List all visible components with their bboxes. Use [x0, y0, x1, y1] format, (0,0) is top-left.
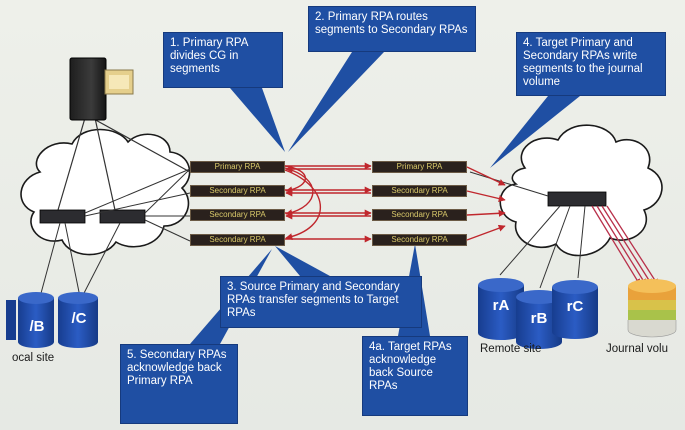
local-disk-label-c: /C	[71, 310, 87, 327]
remote-site-label: Remote site	[480, 343, 542, 355]
callout-step-4a: 4a. Target RPAs acknowledge back Source …	[362, 336, 468, 416]
transfer-arrows	[285, 162, 372, 243]
routing-arrows	[284, 165, 322, 241]
server-links	[57, 117, 191, 211]
callout-step-2: 2. Primary RPA routes segments to Second…	[308, 6, 476, 52]
target-to-cloud-arrows	[466, 166, 506, 241]
server-icon	[69, 57, 134, 121]
remote-site-cloud	[499, 124, 663, 257]
callout-step-1: 1. Primary RPA divides CG in segments	[163, 32, 283, 88]
remote-switch	[547, 191, 607, 207]
remote-disk-label-b: rB	[530, 310, 548, 327]
target-rpa-primary: Primary RPA	[372, 161, 467, 173]
journal-volume-icon	[627, 279, 677, 338]
remote-disk-label-c: rC	[566, 298, 584, 315]
local-disk-links	[39, 222, 121, 298]
callout-step-3: 3. Source Primary and Secondary RPAs tra…	[220, 276, 422, 328]
remote-links	[469, 171, 586, 289]
target-rpa-secondary-1: Secondary RPA	[372, 185, 467, 197]
journal-volume-label: Journal volu	[606, 343, 669, 355]
local-disks	[6, 292, 98, 348]
source-rpa-secondary-3: Secondary RPA	[190, 234, 285, 246]
local-site-cloud	[20, 128, 191, 256]
journal-write-arrows	[591, 205, 659, 286]
target-rpa-secondary-3: Secondary RPA	[372, 234, 467, 246]
callout-step-4: 4. Target Primary and Secondary RPAs wri…	[516, 32, 666, 96]
remote-disks	[478, 278, 598, 349]
target-rpa-secondary-2: Secondary RPA	[372, 209, 467, 221]
remote-disk-label-a: rA	[492, 297, 510, 314]
local-switches	[39, 209, 146, 224]
callout-step-5: 5. Secondary RPAs acknowledge back Prima…	[120, 344, 238, 424]
source-rpa-secondary-1: Secondary RPA	[190, 185, 285, 197]
switch-to-rpa-links	[84, 168, 191, 242]
local-site-label: ocal site	[12, 352, 55, 364]
source-rpa-secondary-2: Secondary RPA	[190, 209, 285, 221]
local-disk-label-b: /B	[29, 318, 45, 335]
source-rpa-primary: Primary RPA	[190, 161, 285, 173]
